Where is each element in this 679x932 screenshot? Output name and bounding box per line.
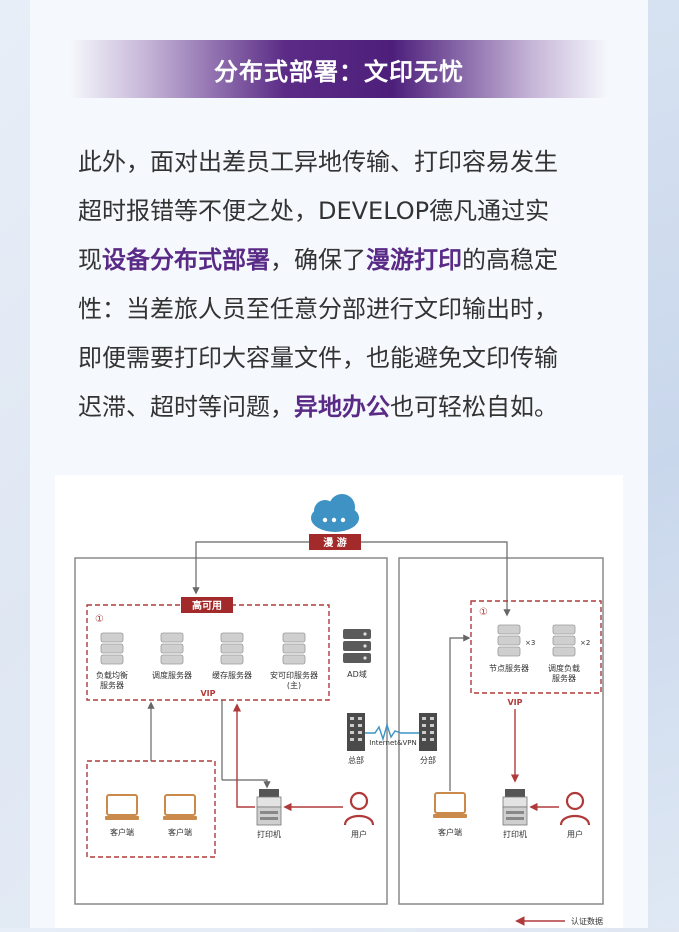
text: ，确保了 [270, 246, 366, 274]
paragraph-line: 迟滞、超时等问题，异地办公也可轻松自如。 [78, 383, 608, 432]
client-label: 客户端 [110, 827, 134, 837]
branch-building-icon [419, 713, 437, 751]
user-icon [559, 791, 591, 827]
high-availability-label: 高可用 [192, 599, 222, 612]
highlight-roaming-print: 漫游打印 [366, 246, 462, 274]
branch-server-group [470, 600, 602, 694]
roaming-label: 漫 游 [323, 536, 346, 549]
dispatch-server-icon [160, 632, 184, 665]
vip-label: VIP [507, 698, 522, 707]
paragraph-line: 现设备分布式部署，确保了漫游打印的高稳定 [78, 236, 608, 285]
headquarters-box [74, 557, 388, 905]
server-label: 缓存服务器 [212, 670, 252, 680]
text: 也可轻松自如。 [390, 393, 558, 421]
secure-print-server-icon [282, 632, 306, 665]
server-label: 调度服务器 [152, 670, 192, 680]
description-paragraph: 此外，面对出差员工异地传输、打印容易发生 超时报错等不便之处，DEVELOP德凡… [78, 138, 608, 432]
headquarters-label: 总部 [348, 755, 364, 765]
client-label: 客户端 [168, 827, 192, 837]
ad-domain-icon [343, 629, 371, 663]
step-marker: ① [479, 607, 488, 618]
node-server-icon [497, 624, 521, 657]
server-label: 安可印服务器 [270, 670, 318, 680]
user-label: 用户 [351, 829, 367, 839]
headquarters-building-icon [347, 713, 365, 751]
server-label: (主) [287, 680, 301, 690]
printer-icon [256, 788, 282, 826]
server-printer-arrow [222, 779, 271, 789]
text: 迟滞、超时等问题， [78, 393, 294, 421]
schedule-lb-server-icon [552, 624, 576, 657]
server-label: 服务器 [100, 680, 124, 690]
client-to-server-arrow [449, 634, 471, 791]
server-label: 调度负载 [548, 663, 580, 673]
paragraph-line: 超时报错等不便之处，DEVELOP德凡通过实 [78, 197, 550, 225]
auth-arrow [232, 703, 255, 808]
server-label: 节点服务器 [489, 663, 529, 673]
roaming-line-right [361, 541, 511, 617]
roaming-line-left [192, 541, 309, 595]
vip-label: VIP [200, 689, 215, 698]
cloud-icon [311, 494, 359, 532]
internet-label: Internet&VPN [369, 739, 417, 747]
ad-domain-label: AD域 [347, 669, 367, 679]
printer-label: 打印机 [257, 829, 281, 839]
roaming-label-box [309, 534, 361, 550]
user-label: 用户 [567, 829, 583, 839]
paragraph-line: 即便需要打印大容量文件，也能避免文印传输 [78, 344, 558, 372]
load-balancer-server-icon [100, 632, 124, 665]
laptop-icon [104, 794, 140, 821]
multiplier-label: ×3 [525, 639, 535, 647]
server-label: 服务器 [552, 673, 576, 683]
user-icon [343, 791, 375, 827]
section-banner: 分布式部署：文印无忧 [70, 40, 608, 98]
laptop-icon [162, 794, 198, 821]
section-title: 分布式部署：文印无忧 [214, 57, 464, 86]
text: 的高稳定 [462, 246, 558, 274]
branch-box [398, 557, 604, 905]
printer-icon [502, 788, 528, 826]
printer-label: 打印机 [503, 829, 527, 839]
highlight-remote-office: 异地办公 [294, 393, 390, 421]
branch-label: 分部 [420, 755, 436, 765]
step-marker: ① [95, 614, 104, 625]
internet-link [365, 722, 419, 742]
server-label: 负载均衡 [96, 670, 128, 680]
paragraph-line: 性：当差旅人员至任意分部进行文印输出时， [78, 295, 558, 323]
legend-label: 认证数据 [571, 916, 603, 926]
highlight-distributed-deployment: 设备分布式部署 [102, 246, 270, 274]
client-label: 客户端 [438, 827, 462, 837]
paragraph-line: 此外，面对出差员工异地传输、打印容易发生 [78, 148, 558, 176]
laptop-icon [432, 792, 468, 819]
text: 现 [78, 246, 102, 274]
high-availability-label-box [181, 597, 233, 613]
multiplier-label: ×2 [580, 639, 590, 647]
cache-server-icon [220, 632, 244, 665]
architecture-diagram: 漫 游 高可用 ① 负载均衡 服务器 调度服务器 缓存服务器 安可印服务器 (主… [55, 475, 623, 928]
